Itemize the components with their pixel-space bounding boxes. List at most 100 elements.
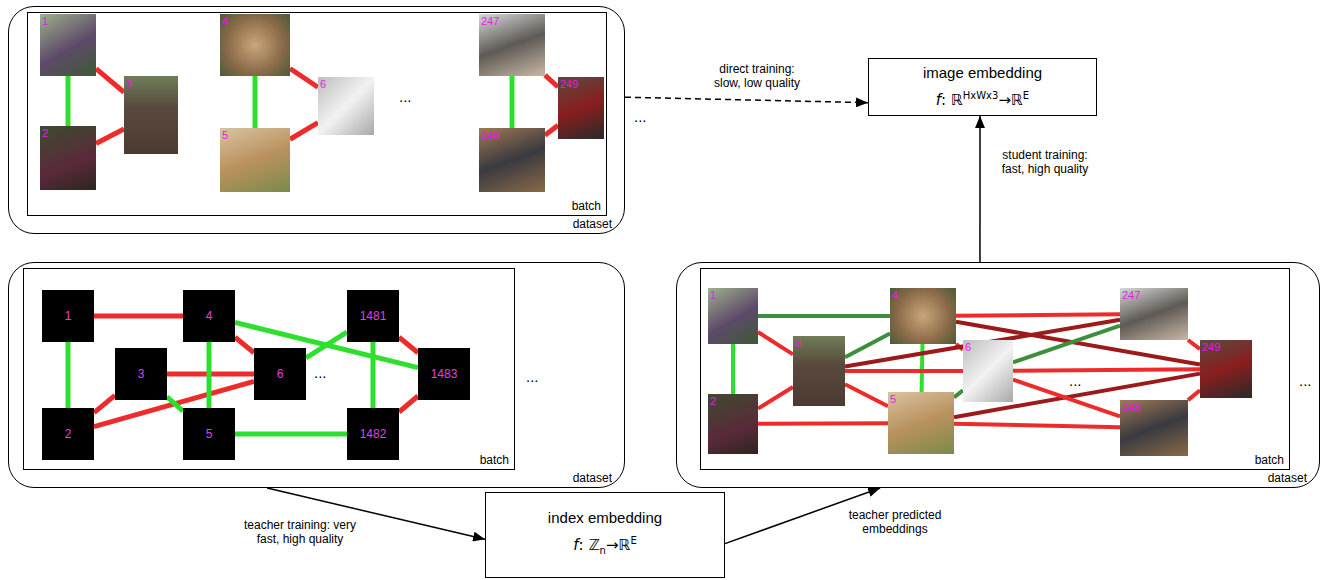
panel-label: dataset [1268,472,1307,484]
edge-group [68,68,1200,543]
similarity-link [510,76,515,128]
ellipsis: ... [525,369,540,384]
similarity-link [545,75,558,87]
batch-label: batch [572,200,601,212]
callout-number: 5 [183,428,235,440]
formula-part: HxWx3 [963,90,999,101]
callout-number: 247 [481,16,499,27]
box-title: index embedding [548,509,662,527]
image-tile: 5 [888,392,954,454]
index-square: 1482 [347,408,399,460]
image-tile: 4 [220,14,290,76]
similarity-link [66,342,71,408]
formula-part: : ℤ [579,536,600,554]
dataset-panel: datasetbatch123456247248249 [8,6,625,234]
callout-number: 4 [183,310,235,322]
image-tile: 249 [1200,340,1252,398]
edge-label: teacher predicted embeddings [843,508,947,536]
image-tile: 4 [890,288,956,344]
image-tile: 248 [479,128,545,192]
similarity-link [845,369,963,373]
formula: f: ℝHxWx3→ℝE [936,86,1029,110]
image-tile: 1 [708,288,758,344]
similarity-link [94,395,115,412]
callout-number: 2 [42,128,48,139]
callout-number: 1483 [418,368,470,380]
similarity-link [167,397,183,411]
callout-number: 4 [222,16,228,27]
image-tile: 6 [963,340,1013,402]
formula: f: ℤn→ℝE [573,531,636,561]
batch-box: batch 1 2 3 4 5 6 247 248 249 [700,268,1290,470]
formula-part: →ℝ [606,536,630,554]
callout-number: 1481 [347,310,399,322]
batch-label: batch [480,454,509,466]
similarity-link [66,76,71,126]
similarity-link [290,123,318,140]
edge-label: teacher training: very fast, high qualit… [239,518,361,546]
index-square: 2 [42,408,94,460]
formula-part: f [936,91,941,109]
callout-number: 249 [560,79,578,90]
similarity-link [235,432,347,437]
index-square: 1483 [418,348,470,400]
similarity-link [731,344,735,394]
image-tile: 248 [1120,400,1188,456]
similarity-link [306,332,347,358]
callout-number: 2 [42,428,94,440]
similarity-link [1188,390,1200,400]
similarity-link [253,76,258,128]
callout-number: 1 [710,290,716,301]
callout-number: 6 [320,79,326,90]
ellipsis: ... [633,109,648,124]
edge-label: student training: fast, high quality [993,148,1097,176]
ellipsis: ... [313,365,328,380]
similarity-link [96,69,124,93]
image-tile: 1 [40,14,96,76]
formula-part: E [1023,90,1029,101]
index-square: 1481 [347,290,399,342]
index-square: 1 [42,290,94,342]
embedding-box: image embedding f: ℝHxWx3→ℝE [868,58,1097,116]
callout-number: 6 [965,342,971,353]
similarity-link [399,337,418,353]
callout-number: 3 [115,368,167,380]
image-tile: 6 [318,77,374,135]
similarity-link [845,384,888,406]
similarity-link [399,396,418,412]
batch-box: batch123456247248249 [27,12,607,216]
image-tile: 2 [40,126,96,190]
callout-number: 248 [481,130,499,141]
callout-number: 1482 [347,428,399,440]
dataset-panel: dataset batch 1 2 3 4 5 6 247 248 249 [676,262,1320,488]
callout-number: 3 [795,338,801,349]
similarity-link [371,342,376,408]
similarity-link [956,314,1120,315]
batch-label: batch [1255,454,1284,466]
ellipsis: ... [398,89,413,104]
similarity-link [758,387,793,409]
box-title: image embedding [923,64,1042,82]
formula-part: f [573,536,578,554]
image-tile: 249 [558,77,604,139]
similarity-link [758,332,793,354]
index-square: 5 [183,408,235,460]
callout-number: 5 [890,394,896,405]
index-square: 4 [183,290,235,342]
panel-label: dataset [573,472,612,484]
similarity-link [1188,340,1200,349]
callout-number: 1 [42,16,48,27]
flow-arrow [979,116,981,262]
formula-part: E [630,535,636,546]
similarity-link [845,333,890,357]
edge-label: direct training: slow, low quality [705,62,809,90]
similarity-link [96,129,124,144]
formula-part: : ℝ [941,91,963,109]
index-square: 3 [115,348,167,400]
image-tile: 247 [1120,288,1188,340]
image-tile: 247 [479,14,545,76]
similarity-link [94,314,183,319]
callout-number: 248 [1122,402,1140,413]
similarity-link [954,390,963,397]
callout-number: 2 [710,396,716,407]
